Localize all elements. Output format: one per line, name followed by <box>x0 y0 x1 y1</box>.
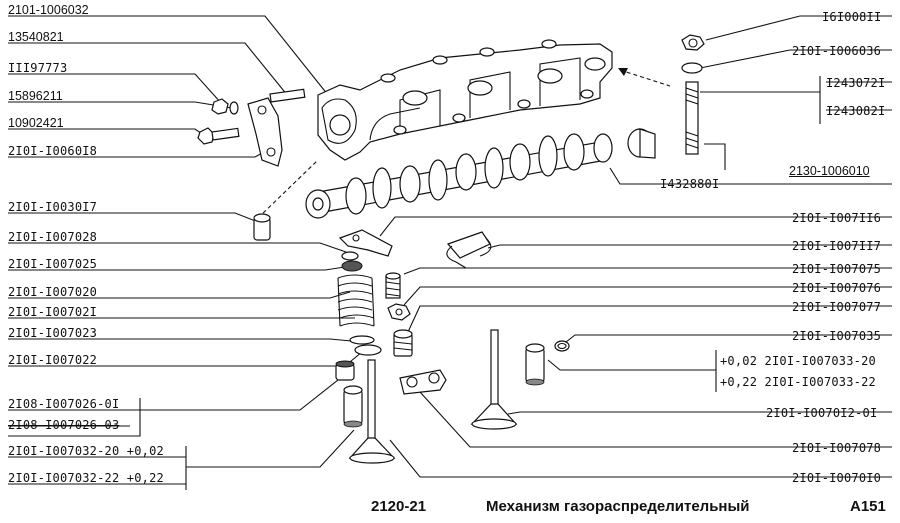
plate-assembly <box>197 88 319 219</box>
label-2I08-I007026-0I: 2I08-I007026-0I <box>8 397 120 411</box>
label-I243072I: I243072I <box>826 76 886 90</box>
stud-assembly <box>618 34 705 155</box>
label-2130-1006010: 2130-1006010 <box>789 164 870 178</box>
label-I432880I: I432880I <box>660 177 720 191</box>
rocker-housing <box>317 39 613 161</box>
label-2I0I-I0070I2-0I: 2I0I-I0070I2-0I <box>766 406 878 420</box>
label-2I0I-I0060I8: 2I0I-I0060I8 <box>8 144 98 158</box>
label-2I0I-I006036: 2I0I-I006036 <box>792 44 882 58</box>
label-2I0I-I007035: 2I0I-I007035 <box>792 329 882 343</box>
label-2101-1006032: 2101-1006032 <box>8 3 89 17</box>
tappet <box>253 213 271 241</box>
label-15896211: 15896211 <box>8 89 63 103</box>
label-2I0I-I007078: 2I0I-I007078 <box>792 441 882 455</box>
label-2I0I-I0070I0: 2I0I-I0070I0 <box>792 471 882 485</box>
intake-valve <box>348 359 396 464</box>
label-2I0I-I007033-22: +0,22 2I0I-I007033-22 <box>720 375 876 389</box>
label-2I0I-I007023: 2I0I-I007023 <box>8 326 98 340</box>
label-2I0I-I0030I7: 2I0I-I0030I7 <box>8 200 98 214</box>
label-2I0I-I007076: 2I0I-I007076 <box>792 281 882 295</box>
label-2I0I-I007025: 2I0I-I007025 <box>8 257 98 271</box>
label-10902421: 10902421 <box>8 116 64 130</box>
label-2I08-I007026-03: 2I08-I007026-03 <box>8 418 120 432</box>
label-I6I008II: I6I008II <box>822 10 882 24</box>
label-2I0I-I007032-22: 2I0I-I007032-22 +0,22 <box>8 471 164 485</box>
circlip <box>554 340 570 352</box>
footer-model: 2120-21 <box>371 498 427 515</box>
label-I243082I: I243082I <box>826 104 886 118</box>
label-2I0I-I007020: 2I0I-I007020 <box>8 285 98 299</box>
valve-springs <box>337 251 382 356</box>
label-2I0I-I007033-20: +0,02 2I0I-I007033-20 <box>720 354 876 368</box>
label-2I0I-I007075: 2I0I-I007075 <box>792 262 882 276</box>
valve-guide-left <box>343 385 363 428</box>
label-III97773: III97773 <box>8 61 68 75</box>
label-2I0I-I00702I: 2I0I-I00702I <box>8 305 98 319</box>
label-13540821: 13540821 <box>8 30 64 44</box>
valve-guide-right <box>525 343 545 386</box>
rocker-arm <box>338 229 393 257</box>
footer-title: Механизм газораспределительный <box>486 498 750 515</box>
leader-lines-right <box>379 15 892 478</box>
label-2I0I-I007032-20: 2I0I-I007032-20 +0,02 <box>8 444 164 458</box>
label-2I0I-I007077: 2I0I-I007077 <box>792 300 882 314</box>
footer-code: A151 <box>850 498 886 515</box>
label-2I0I-I007II7: 2I0I-I007II7 <box>792 239 882 253</box>
gasket <box>399 369 447 395</box>
exhaust-valve <box>470 329 518 430</box>
spring-clip <box>446 231 492 269</box>
plug-part <box>627 128 656 159</box>
label-2I0I-I007028: 2I0I-I007028 <box>8 230 98 244</box>
label-2I0I-I007022: 2I0I-I007022 <box>8 353 98 367</box>
camshaft <box>305 133 613 219</box>
label-2I0I-I007II6: 2I0I-I007II6 <box>792 211 882 225</box>
adjust-parts <box>385 272 413 357</box>
valve-seal <box>335 360 355 381</box>
